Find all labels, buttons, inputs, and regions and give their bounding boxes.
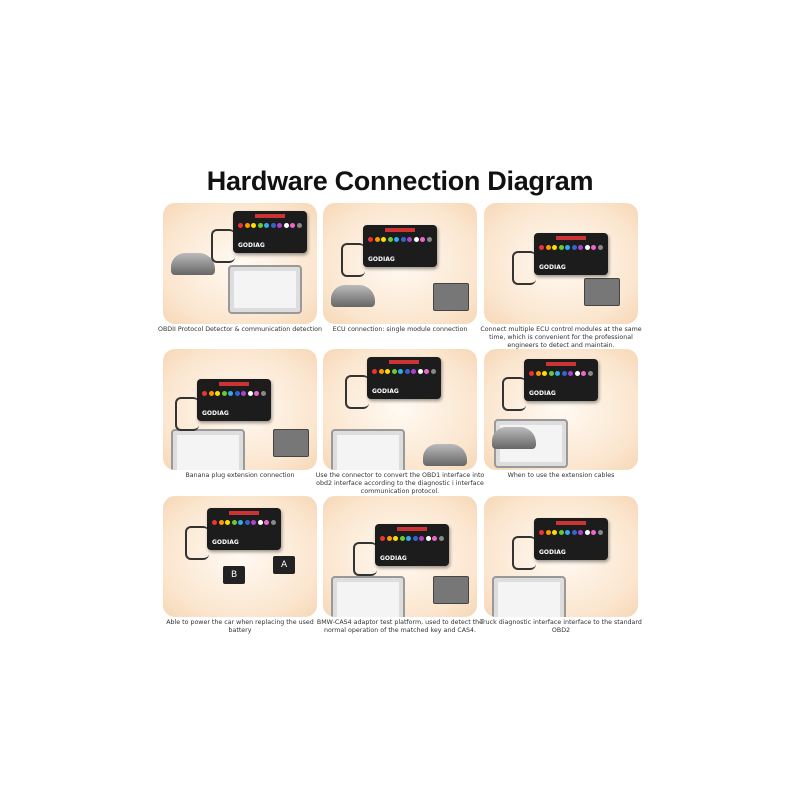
cable	[502, 377, 526, 411]
device-logo: GODIAG	[539, 264, 566, 271]
device-label-strip	[219, 382, 249, 386]
device-logo: GODIAG	[212, 539, 239, 546]
device-label-strip	[255, 214, 285, 218]
panel-caption: Truck diagnostic interface interface to …	[480, 619, 642, 634]
banana-sockets	[368, 237, 432, 242]
banana-sockets	[539, 245, 603, 250]
device-logo: GODIAG	[238, 242, 265, 249]
car-image	[171, 253, 215, 275]
device-label-strip	[229, 511, 259, 515]
car-image	[423, 444, 467, 466]
panel-caption: ECU connection: single module connection	[332, 326, 468, 333]
car-image	[492, 427, 536, 449]
breakout-box: GODIAG	[534, 518, 608, 560]
cable	[341, 243, 365, 277]
connection-panel-5: GODIAG	[323, 349, 477, 470]
ecu-module	[433, 576, 469, 604]
ecu-module	[584, 278, 620, 306]
connection-panel-6: GODIAG	[484, 349, 638, 470]
connection-panel-8: GODIAG	[323, 496, 477, 617]
page-title: Hardware Connection Diagram	[206, 166, 594, 196]
ecu-module	[273, 429, 309, 457]
device-logo: GODIAG	[368, 256, 395, 263]
breakout-box: GODIAG	[524, 359, 598, 401]
banana-sockets	[529, 371, 593, 376]
banana-sockets	[539, 530, 603, 535]
device-label-strip	[546, 362, 576, 366]
panel-caption: Connect multiple ECU control modules at …	[480, 326, 642, 349]
device-label-strip	[385, 228, 415, 232]
panel-caption: When to use the extension cables	[507, 472, 615, 479]
device-logo: GODIAG	[380, 555, 407, 562]
tablet-scanner	[171, 429, 245, 470]
tablet-scanner	[228, 265, 302, 314]
device-label-strip	[556, 521, 586, 525]
cable	[211, 229, 235, 263]
battery-b: B	[223, 566, 246, 584]
panel-caption: Able to power the car when replacing the…	[166, 619, 314, 634]
breakout-box: GODIAG	[197, 379, 271, 421]
cable	[512, 536, 536, 570]
cable	[175, 397, 199, 431]
battery-a: A	[273, 556, 296, 574]
panel-caption: Use the connector to convert the OBD1 in…	[315, 472, 485, 495]
cable	[185, 526, 209, 560]
cable	[353, 542, 377, 576]
connection-panel-3: GODIAG	[484, 203, 638, 324]
device-logo: GODIAG	[529, 390, 556, 397]
device-logo: GODIAG	[202, 410, 229, 417]
device-label-strip	[389, 360, 419, 364]
banana-sockets	[238, 223, 302, 228]
banana-sockets	[380, 536, 444, 541]
connection-panel-9: GODIAG	[484, 496, 638, 617]
device-logo: GODIAG	[539, 549, 566, 556]
banana-sockets	[202, 391, 266, 396]
breakout-box: GODIAG	[367, 357, 441, 399]
panel-caption: OBDII Protocol Detector & communication …	[157, 326, 322, 333]
panel-caption: Banana plug extension connection	[185, 472, 295, 479]
device-logo: GODIAG	[372, 388, 399, 395]
connection-panel-4: GODIAG	[163, 349, 317, 470]
panel-caption: BMW-CAS4 adaptor test platform, used to …	[316, 619, 484, 634]
connection-panel-2: GODIAG	[323, 203, 477, 324]
banana-sockets	[212, 520, 276, 525]
ecu-module	[433, 283, 469, 311]
tablet-scanner	[492, 576, 566, 617]
tablet-scanner	[331, 576, 405, 617]
device-label-strip	[397, 527, 427, 531]
tablet-scanner	[331, 429, 405, 470]
breakout-box: GODIAG	[207, 508, 281, 550]
cable	[512, 251, 536, 285]
breakout-box: GODIAG	[363, 225, 437, 267]
breakout-box: GODIAG	[233, 211, 307, 253]
breakout-box: GODIAG	[534, 233, 608, 275]
breakout-box: GODIAG	[375, 524, 449, 566]
connection-panel-7: GODIAG A B	[163, 496, 317, 617]
connection-panel-1: GODIAG	[163, 203, 317, 324]
device-label-strip	[556, 236, 586, 240]
cable	[345, 375, 369, 409]
car-image	[331, 285, 375, 307]
banana-sockets	[372, 369, 436, 374]
